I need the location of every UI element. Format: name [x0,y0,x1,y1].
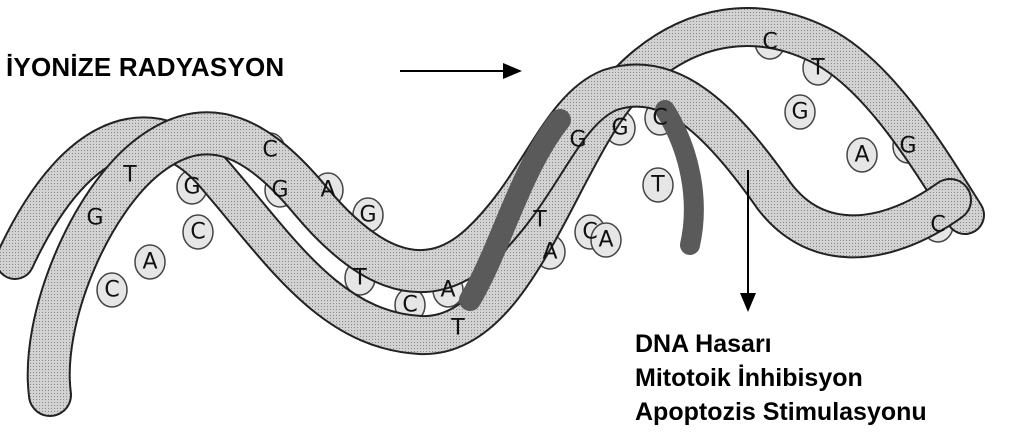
nucleotide-letter: C [262,138,277,163]
nucleotide-letter: C [104,278,119,303]
nucleotide-letter: G [899,134,916,159]
nucleotide-letter: T [532,208,547,233]
nucleotide-letter: A [142,250,157,275]
right-arrow-icon [400,63,522,79]
nucleotide-letter: T [352,266,367,291]
nucleotide-letter: C [930,213,945,238]
effect-dna-damage: DNA Hasarı [635,330,772,359]
nucleotide-letter: A [598,228,613,253]
effect-apoptosis-stimulation: Apoptozis Stimulasyonu [635,398,927,427]
nucleotide-letter: G [359,203,376,228]
nucleotide-letter: C [582,220,597,245]
nucleotide-letter: C [402,293,417,318]
ionizing-radiation-label: İYONİZE RADYASYON [6,52,284,83]
nucleotide-letter: T [650,173,665,198]
nucleotide-letter: T [122,163,137,188]
nucleotide-letter: G [271,178,288,203]
nucleotide-letter: G [611,116,628,141]
nucleotide-letter: C [762,30,777,55]
nucleotide-letter: A [854,143,869,168]
nucleotide-letter: C [190,220,205,245]
nucleotide-letter: A [440,278,455,303]
nucleotide-letter: G [569,128,586,153]
nucleotide-letter: A [542,240,557,265]
nucleotide-letter: G [86,206,103,231]
nucleotide-letter: T [450,316,465,341]
nucleotide-letter: T [810,56,825,81]
effect-mitotic-inhibition: Mitotoik İnhibisyon [635,364,863,393]
nucleotide-letter: G [791,100,808,125]
nucleotide-letter: G [183,175,200,200]
nucleotide-letter: C [652,106,667,131]
nucleotide-letter: A [320,178,335,203]
